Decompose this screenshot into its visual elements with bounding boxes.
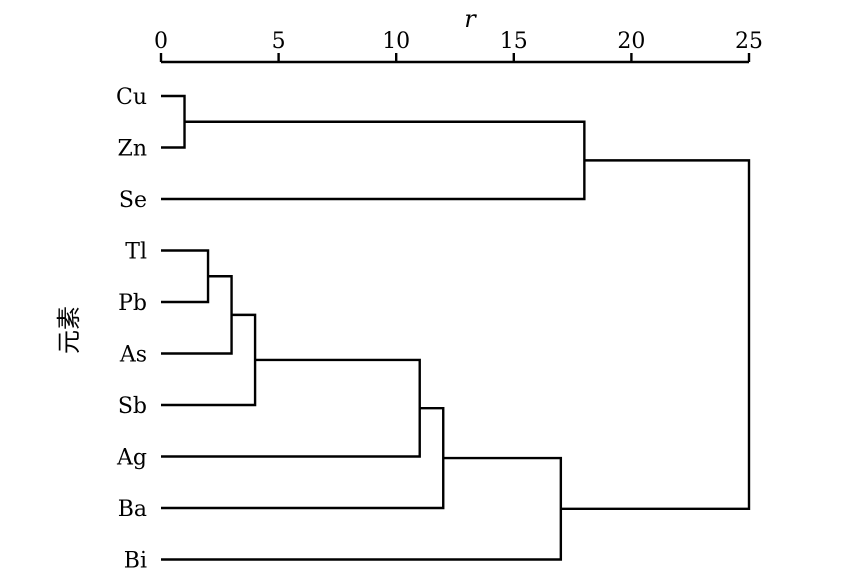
x-tick-label: 25 xyxy=(735,29,763,54)
x-tick-label: 5 xyxy=(272,29,286,54)
dendrogram-link xyxy=(161,358,421,458)
leaf-label: Tl xyxy=(125,240,147,265)
y-axis-title: 元素 xyxy=(55,306,83,354)
x-axis-title: r xyxy=(464,5,477,33)
x-tick-label: 15 xyxy=(500,29,528,54)
leaf-label: Ba xyxy=(118,497,147,522)
dendrogram-link xyxy=(161,249,210,304)
dendrogram-link xyxy=(161,407,445,510)
leaf-label: Ag xyxy=(116,446,147,471)
dendrogram-links xyxy=(161,94,751,561)
dendrogram-link xyxy=(161,313,257,407)
leaf-label: As xyxy=(119,343,147,368)
x-tick-label: 10 xyxy=(382,29,410,54)
leaf-label: Pb xyxy=(118,291,147,316)
x-axis: 0 5 10 15 20 25 xyxy=(154,29,763,64)
dendrogram-link xyxy=(161,94,186,149)
x-tick-label: 20 xyxy=(617,29,645,54)
leaf-label: Zn xyxy=(118,137,147,162)
dendrogram-link xyxy=(161,275,233,355)
x-tick-label: 0 xyxy=(154,29,168,54)
leaf-label: Se xyxy=(119,188,147,213)
dendrogram-link xyxy=(161,120,586,201)
dendrogram-link xyxy=(560,159,751,511)
leaf-label: Bi xyxy=(124,549,147,574)
leaf-label: Sb xyxy=(118,394,147,419)
leaf-label: Cu xyxy=(116,85,147,110)
